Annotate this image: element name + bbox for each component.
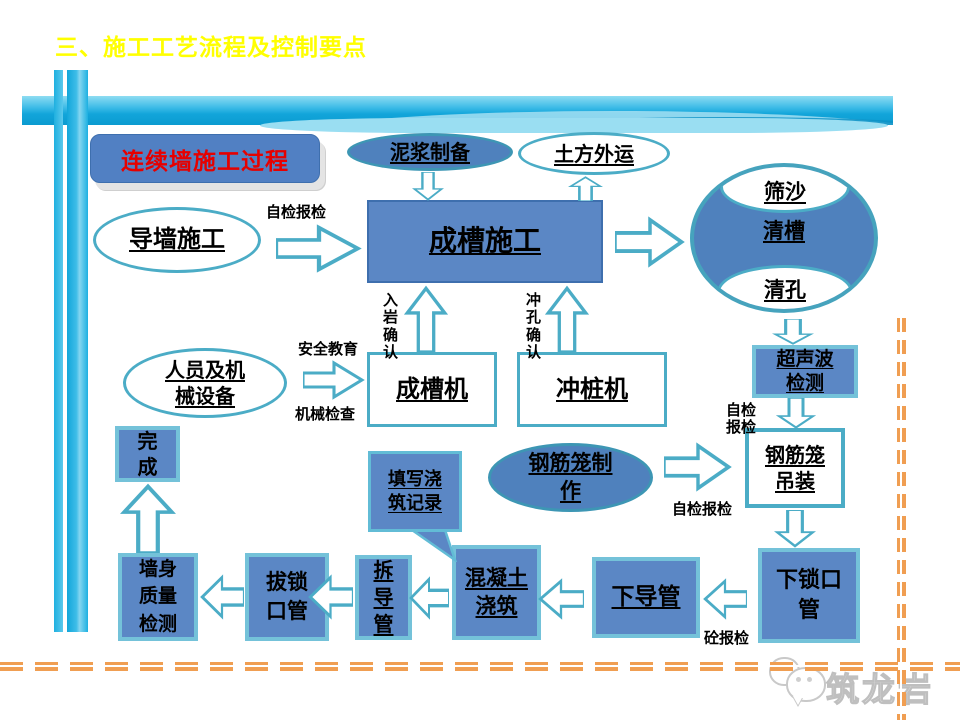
node-ultrasonic: 超声波检测 <box>752 345 858 398</box>
node-guide-wall: 导墙施工 <box>93 207 261 273</box>
arrow-pulllock-to-quality <box>200 574 244 620</box>
node-lower-lock-pipe: 下锁口管 <box>758 548 860 643</box>
accent-wave <box>260 118 888 133</box>
page-title: 三、施工工艺流程及控制要点 <box>55 35 367 61</box>
label-machine-check: 机械检查 <box>295 405 356 423</box>
dashed-guide-vertical <box>897 318 906 720</box>
node-pour-record: 填写浇筑记录 <box>368 451 462 532</box>
arrow-cagehoist-to-lockpipe <box>774 510 816 548</box>
node-clean-hole: 清孔 <box>717 265 853 309</box>
left-accent-bar-thin <box>54 70 63 632</box>
node-sieve-sand: 筛沙 <box>720 167 850 213</box>
node-pull-lock-pipe: 拔锁口管 <box>245 553 329 641</box>
process-tag: 连续墙施工过程 <box>90 134 320 183</box>
label-rock-confirm: 入岩确认 <box>382 291 398 361</box>
arrow-pour-to-removetremie <box>409 576 449 620</box>
node-clean-stage: 筛沙 清槽 清孔 <box>690 163 878 313</box>
node-lower-tremie: 下导管 <box>592 557 700 638</box>
arrow-quality-to-finish <box>120 483 176 553</box>
wechat-icon <box>766 657 826 709</box>
arrow-cagefab-to-cagehoist <box>664 442 732 492</box>
node-concrete-pour: 混凝土浇筑 <box>452 545 541 640</box>
label-self-check-2: 自检报检 <box>726 401 757 437</box>
arrow-lockpipe-to-tremie <box>703 578 747 620</box>
arrow-guidewall-to-trenching <box>276 224 362 273</box>
arrow-mudprep-to-trenching <box>412 172 444 201</box>
callout-tail <box>409 530 457 562</box>
label-concrete-check: 砼报检 <box>704 629 750 647</box>
arrow-trenching-to-clean <box>615 216 685 268</box>
node-punch-pile-machine: 冲桩机 <box>517 352 667 427</box>
watermark-text: 筑龙岩土 <box>825 669 934 720</box>
label-punch-confirm: 冲孔确认 <box>525 291 541 361</box>
label-self-check-3: 自检报检 <box>672 500 733 518</box>
node-cage-fabrication: 钢筋笼制作 <box>488 443 653 512</box>
node-wall-quality: 墙身质量检测 <box>118 553 198 641</box>
node-clean-trench: 清槽 <box>763 219 805 243</box>
arrow-trencher-to-trenching <box>404 285 448 352</box>
arrow-ultrasonic-to-cagehoist <box>776 398 816 429</box>
label-safety-edu: 安全教育 <box>298 340 359 358</box>
dashed-guide-horizontal <box>0 662 960 671</box>
arrow-punchpile-to-trenching <box>545 285 589 352</box>
arrow-removetremie-to-pulllock <box>308 574 353 620</box>
arrow-tremie-to-pour <box>538 578 584 620</box>
node-mud-prep: 泥浆制备 <box>347 133 513 171</box>
arrow-personnel-to-trencher <box>303 360 365 400</box>
node-finish: 完成 <box>115 426 180 482</box>
node-remove-tremie: 拆导管 <box>355 555 412 640</box>
arrow-clean-to-ultrasonic <box>772 319 814 345</box>
node-cage-hoist: 钢筋笼吊装 <box>745 428 845 508</box>
node-trencher: 成槽机 <box>367 352 497 427</box>
left-accent-bar-wide <box>67 70 88 632</box>
node-personnel-equipment: 人员及机械设备 <box>123 348 287 418</box>
arrow-trenching-to-earthout <box>568 176 603 201</box>
node-earth-out: 土方外运 <box>518 132 670 175</box>
label-self-check-1: 自检报检 <box>266 203 327 221</box>
node-trenching: 成槽施工 <box>367 200 603 283</box>
